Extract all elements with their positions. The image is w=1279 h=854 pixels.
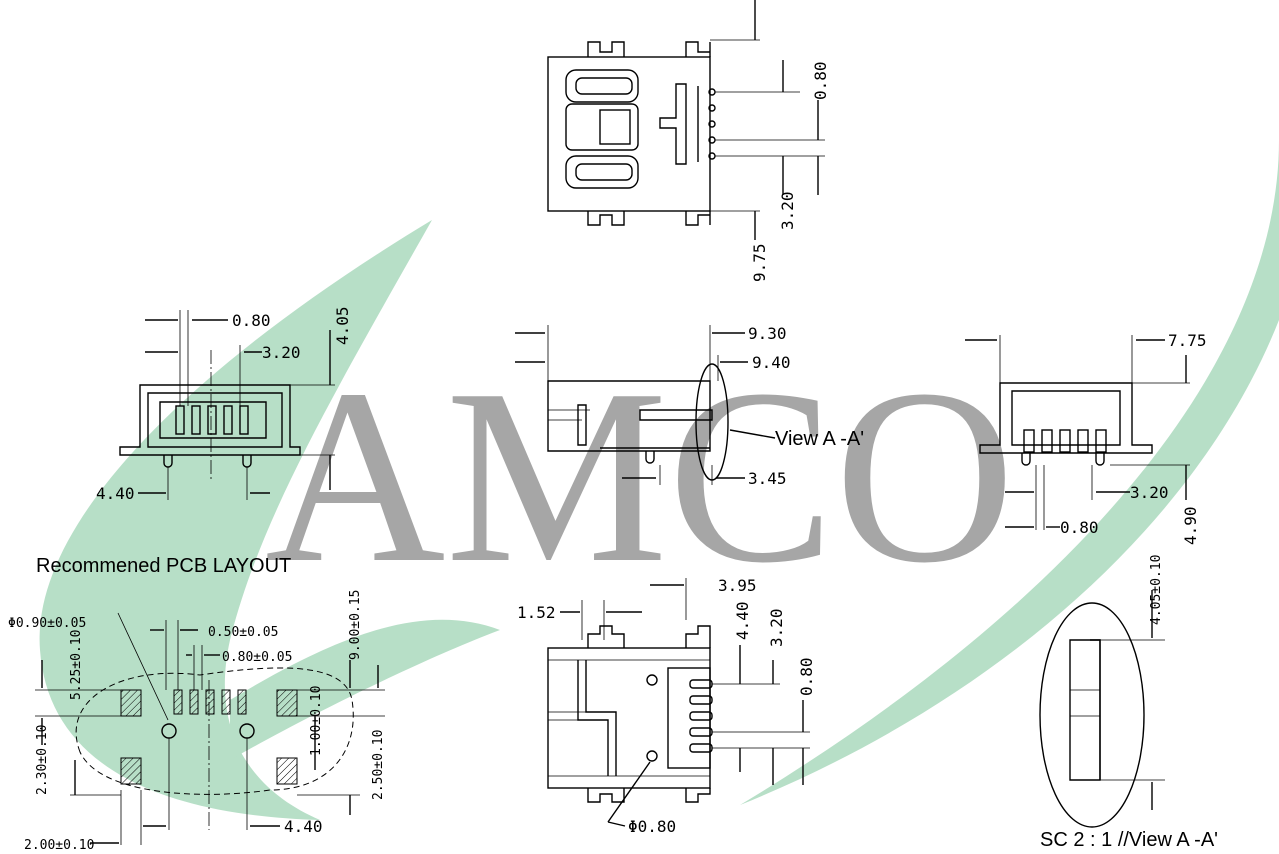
dim-pcb-e: 4.40 [284,817,323,836]
dim-bottom-e: 0.80 [797,657,816,696]
side-view: 9.30 9.40 View A -A' 3.45 [515,324,864,488]
dim-front-pitch: 0.80 [232,311,271,330]
watermark-swoosh-left [39,220,432,820]
dim-front-outer: 3.20 [262,343,301,362]
dim-rear-pitch: 0.80 [1060,518,1099,537]
bottom-view-hole-bottom [646,750,658,762]
dim-side-a: 9.30 [748,324,787,343]
dim-pcb-b: 1.00±0.10 [309,686,324,756]
watermark-text: AMCO [265,338,1015,615]
dim-pcb-pitch: 0.80±0.05 [222,650,292,665]
dim-rear-height: 4.90 [1181,506,1200,545]
dim-front-post: 4.40 [96,484,135,503]
dim-rear-width: 7.75 [1168,331,1207,350]
dim-pcb-span: 9.00±0.15 [348,590,363,660]
bottom-view: 1.52 3.95 4.40 3.20 0.80 Φ0.80 [517,576,816,836]
bottom-view-hole-top [646,674,658,686]
watermark-swoosh-right [740,140,1279,805]
dim-front-height: 4.05 [333,306,352,345]
top-view: 0.80 3.20 9.75 [547,0,830,282]
watermark: AMCO [39,140,1279,820]
dim-pcb-c: 2.30±0.10 [35,725,50,795]
dim-side-b: 9.40 [752,353,791,372]
dim-top-length: 9.75 [750,243,769,282]
dim-pcb-d: 2.50±0.10 [371,730,386,800]
view-ref-label: View A -A' [775,428,864,450]
pcb-pads [120,689,298,785]
scale-note: SC 2 : 1 //View A -A' [1040,829,1218,851]
dim-bottom-hole: Φ0.80 [628,817,676,836]
watermark-swoosh-mid [230,619,500,760]
pcb-layout: Recommened PCB LAYOUT [8,555,386,853]
dim-pcb-a: 5.25±0.10 [69,630,84,700]
detail-view: 4.05±0.10 SC 2 : 1 //View A -A' [1039,555,1218,851]
dim-rear-outer: 3.20 [1130,483,1169,502]
dim-pcb-hole: Φ0.90±0.05 [8,616,86,631]
dim-bottom-d: 3.20 [767,608,786,647]
bottom-view-pins [689,679,713,753]
dim-top-pitch: 0.80 [811,61,830,100]
dim-bottom-a: 1.52 [517,603,556,622]
front-view: 0.80 3.20 4.05 4.40 [96,306,352,503]
dim-side-c: 3.45 [748,469,787,488]
rear-view: 7.75 3.20 0.80 4.90 [965,331,1207,545]
rear-view-pins [1023,429,1107,453]
dim-top-outer: 3.20 [778,191,797,230]
front-view-pins [175,405,249,435]
dim-bottom-c: 4.40 [733,601,752,640]
dim-pcb-pad-w: 0.50±0.05 [208,625,278,640]
pcb-layout-title: Recommened PCB LAYOUT [36,555,291,577]
dim-detail-a: 4.05±0.10 [1149,555,1164,625]
dim-pcb-f: 2.00±0.10 [24,838,94,853]
dim-bottom-b: 3.95 [718,576,757,595]
